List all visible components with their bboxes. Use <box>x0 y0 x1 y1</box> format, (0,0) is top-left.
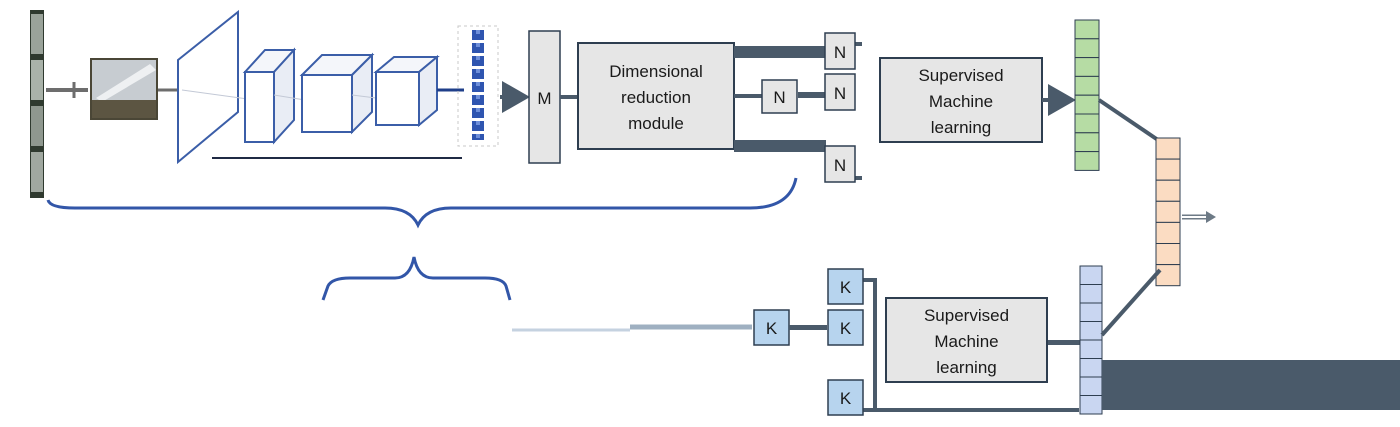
fusion-output-arrow <box>1182 211 1216 223</box>
n-box-middle-label: N <box>834 84 846 103</box>
k-box-small-label: K <box>766 319 778 338</box>
dimensional-reduction-module: Dimensional reduction module <box>577 42 735 150</box>
input-frame-strip <box>30 10 44 198</box>
green-to-fusion-connector <box>1097 98 1160 142</box>
n-box-top-label: N <box>834 43 846 62</box>
m-box: M <box>528 30 561 164</box>
n-box-small-label: N <box>773 88 785 107</box>
k-box-bottom-label: K <box>840 389 852 408</box>
k-input-fade-line <box>512 324 752 332</box>
n-box-bottom-label: N <box>834 156 846 175</box>
k-box-small: K <box>753 309 790 346</box>
reduction-connectors <box>734 42 862 180</box>
sml-bottom-line-2: Machine <box>934 332 998 351</box>
blue-output-vector <box>1079 265 1103 415</box>
green-output-vector <box>1074 19 1100 171</box>
cnn-layer-3 <box>299 52 377 135</box>
k-connectors <box>789 278 1080 412</box>
n-box-middle: N <box>824 73 856 111</box>
cnn-layer-1 <box>177 9 256 165</box>
reduction-label-line-3: module <box>628 114 684 133</box>
k-box-top-label: K <box>840 278 852 297</box>
small-brace <box>321 256 512 301</box>
k-box-middle-label: K <box>840 319 852 338</box>
m-box-label: M <box>537 89 551 108</box>
cnn-layer-2 <box>242 47 306 145</box>
blue-vector-shadow <box>1102 360 1400 410</box>
sml-top-line-1: Supervised <box>918 66 1003 85</box>
k-box-middle: K <box>827 309 864 346</box>
n-box-bottom: N <box>824 145 856 183</box>
supervised-ml-bottom: Supervised Machine learning <box>885 297 1048 383</box>
sml-bottom-line-1: Supervised <box>924 306 1009 325</box>
blue-to-fusion-connector <box>1100 268 1162 337</box>
feature-vector <box>457 25 499 147</box>
k-box-top: K <box>827 268 864 305</box>
strip-to-frame-arrow <box>46 82 88 98</box>
reduction-label-line-2: reduction <box>621 88 691 107</box>
n-box-top: N <box>824 32 856 70</box>
n-box-small: N <box>761 79 798 114</box>
sml-top-line-2: Machine <box>929 92 993 111</box>
sml-bottom-line-3: learning <box>936 358 997 377</box>
cnn-layer-4 <box>373 54 440 128</box>
reduction-label-line-1: Dimensional <box>609 62 703 81</box>
supervised-ml-top: Supervised Machine learning <box>879 57 1043 143</box>
orange-fused-vector <box>1155 137 1181 287</box>
large-brace <box>46 177 798 229</box>
input-frame-image <box>90 58 158 120</box>
k-box-bottom: K <box>827 379 864 416</box>
sml-top-line-3: learning <box>931 118 992 137</box>
